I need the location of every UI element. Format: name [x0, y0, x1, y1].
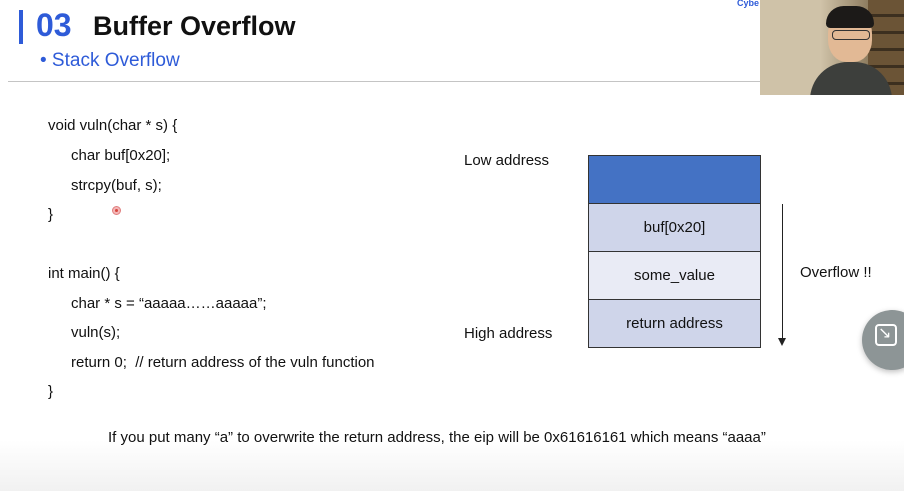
stack-cell-top [589, 156, 760, 203]
code-line: } [48, 206, 54, 223]
code-line: char buf[0x20]; [71, 147, 171, 164]
webcam-caption: Cybe [737, 0, 760, 8]
overflow-arrow-icon [782, 204, 783, 342]
title-accent-bar [19, 10, 23, 44]
presenter-hair [826, 6, 874, 28]
code-line: } [48, 383, 54, 400]
high-address-label: High address [464, 325, 553, 342]
code-line: return 0; // return address of the vuln … [71, 354, 375, 371]
section-number: 03 [36, 7, 72, 43]
code-line: void vuln(char * s) { [48, 117, 178, 134]
code-line: vuln(s); [71, 324, 121, 341]
stack-diagram: buf[0x20] some_value return address [588, 155, 761, 348]
overflow-label: Overflow !! [800, 264, 872, 281]
title-divider [8, 81, 904, 82]
stack-cell-buf: buf[0x20] [589, 203, 760, 251]
stack-cell-some-value: some_value [589, 251, 760, 299]
code-line: int main() { [48, 265, 120, 282]
code-line: strcpy(buf, s); [71, 177, 162, 194]
arrow-head-icon [778, 338, 786, 346]
expand-icon [875, 323, 897, 346]
webcam-video[interactable] [760, 0, 904, 95]
webcam-background [760, 0, 820, 95]
stack-cell-return-address: return address [589, 299, 760, 347]
presenter-glasses [832, 30, 870, 40]
low-address-label: Low address [464, 152, 550, 169]
pointer-cursor-icon [112, 206, 121, 215]
slide-title: Buffer Overflow [93, 11, 296, 41]
code-line: char * s = “aaaaa……aaaaa”; [71, 295, 267, 312]
explanation-note: If you put many “a” to overwrite the ret… [108, 429, 766, 446]
slide-subtitle: • Stack Overflow [40, 50, 180, 71]
expand-button[interactable] [862, 310, 904, 370]
